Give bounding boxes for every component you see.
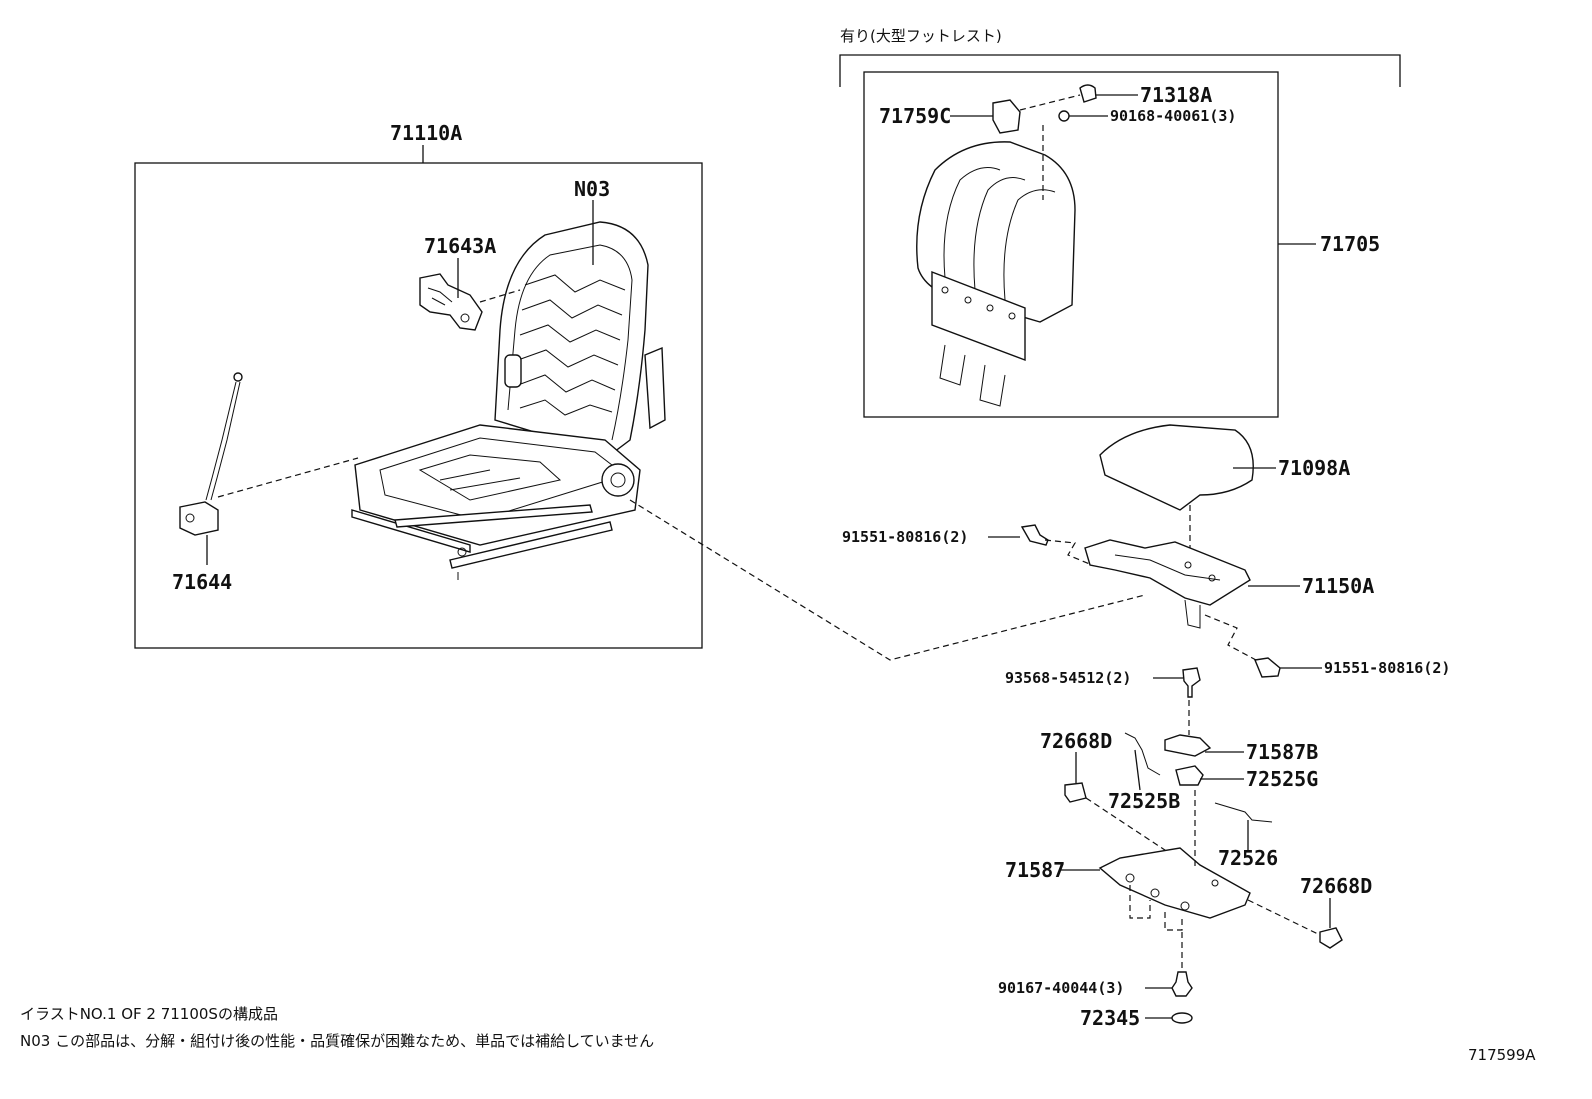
washer-72345-drawing [1171, 1012, 1193, 1024]
bolt-91551-b-drawing [1254, 657, 1281, 678]
seat-frame-drawing [351, 221, 666, 580]
footer-note-n03: N03 この部品は、分解・組付け後の性能・品質確保が困難なため、単品では補給して… [20, 1032, 654, 1050]
dashline-bolt-b [1204, 614, 1257, 661]
part-label-71643A[interactable]: 71643A [424, 234, 496, 258]
part-label-71110A[interactable]: 71110A [390, 121, 462, 145]
leader-72525B [1134, 749, 1141, 791]
dashline-seat-to-bracket [629, 499, 1146, 661]
part-label-71587B[interactable]: 71587B [1246, 740, 1318, 764]
cap-71318A-drawing [1079, 84, 1097, 103]
bracket-71587-drawing [1098, 847, 1251, 919]
clip-72668D-a-drawing [1064, 782, 1087, 803]
rod-72526-drawing [1214, 802, 1273, 823]
part-label-93568-54512[interactable]: 93568-54512(2) [1005, 669, 1131, 687]
part-label-71318A[interactable]: 71318A [1140, 83, 1212, 107]
part-label-72525B[interactable]: 72525B [1108, 789, 1180, 813]
footrest-71705-drawing [916, 141, 1076, 407]
part-71587B-drawing [1164, 734, 1212, 757]
part-label-71705[interactable]: 71705 [1320, 232, 1380, 256]
part-label-71644[interactable]: 71644 [172, 570, 232, 594]
seat-assembly-box [134, 162, 703, 649]
part-label-72526[interactable]: 72526 [1218, 846, 1278, 870]
screw-90168-drawing [1058, 110, 1070, 122]
part-label-90168-40061[interactable]: 90168-40061(3) [1110, 107, 1236, 125]
knob-71759C-drawing [992, 99, 1021, 134]
clip-72668D-b-drawing [1319, 927, 1343, 949]
figure-id: 717599A [1468, 1046, 1536, 1064]
part-label-90167-40044[interactable]: 90167-40044(3) [998, 979, 1124, 997]
dashline-clip-a [1085, 797, 1181, 861]
part-label-71587[interactable]: 71587 [1005, 858, 1065, 882]
wire-72525B-drawing [1124, 732, 1161, 776]
part-label-91551-80816-b[interactable]: 91551-80816(2) [1324, 659, 1450, 677]
screw-90167-drawing [1171, 971, 1193, 997]
part-label-71150A[interactable]: 71150A [1302, 574, 1374, 598]
part-label-71759C[interactable]: 71759C [879, 104, 951, 128]
bracket-71643A-drawing [419, 273, 483, 331]
part-label-72345[interactable]: 72345 [1080, 1006, 1140, 1030]
dashline-71644 [217, 457, 359, 498]
footrest-bracket [839, 54, 1401, 87]
dashline-71643A [479, 289, 521, 303]
pad-71098A-drawing [1099, 424, 1254, 511]
dashline-clip-b [1247, 899, 1321, 936]
part-label-71098A[interactable]: 71098A [1278, 456, 1350, 480]
part-label-N03[interactable]: N03 [574, 177, 610, 201]
footer-note-illustration: イラストNO.1 OF 2 71100Sの構成品 [20, 1005, 278, 1023]
screw-93568-drawing [1182, 667, 1201, 698]
dashline-bolt-a [1044, 539, 1093, 566]
dashline-knob-cap [1019, 94, 1081, 111]
dashline-bracket-screws [1129, 885, 1183, 931]
part-label-72525G[interactable]: 72525G [1246, 767, 1318, 791]
harness-71644-drawing [179, 372, 243, 565]
part-label-91551-80816-a[interactable]: 91551-80816(2) [842, 528, 968, 546]
footrest-title: 有り(大型フットレスト) [840, 27, 1002, 45]
part-72525G-drawing [1175, 765, 1204, 786]
part-label-72668D-b[interactable]: 72668D [1300, 874, 1372, 898]
bracket-71150A-drawing [1084, 539, 1251, 629]
bolt-91551-a-drawing [1020, 524, 1049, 546]
part-label-72668D-a[interactable]: 72668D [1040, 729, 1112, 753]
